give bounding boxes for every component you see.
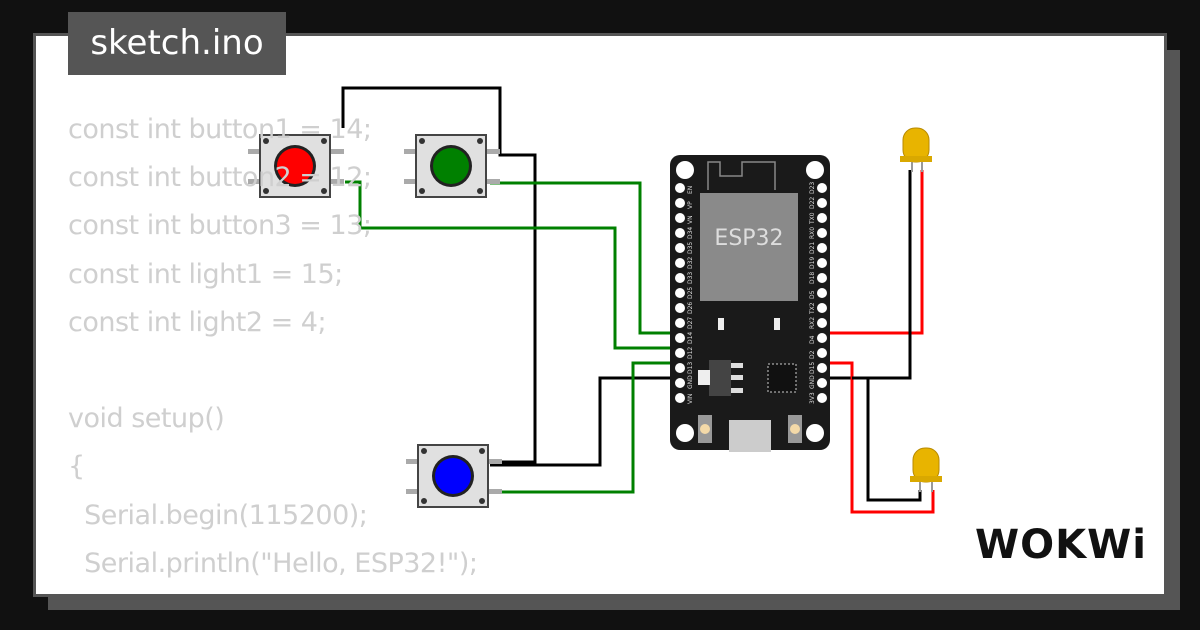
pin-label: D22 bbox=[809, 197, 816, 209]
pin-label: D2 bbox=[809, 350, 816, 359]
pin-label: D27 bbox=[687, 317, 694, 329]
pin-gnd[interactable] bbox=[817, 378, 827, 388]
wires bbox=[341, 86, 935, 514]
pin-label: D4 bbox=[809, 335, 816, 344]
wokwi-logo: WOKWi bbox=[975, 522, 1147, 568]
pin-label: D25 bbox=[687, 287, 694, 299]
pin-label: D19 bbox=[809, 257, 816, 269]
pin-d23[interactable] bbox=[817, 183, 827, 193]
pin-d35[interactable] bbox=[675, 243, 685, 253]
button-cap bbox=[277, 148, 313, 184]
pin-label: D23 bbox=[809, 182, 816, 194]
pin-label: TX2 bbox=[809, 302, 816, 315]
pin-label: 3V3 bbox=[809, 392, 816, 404]
pin-d4[interactable] bbox=[817, 333, 827, 343]
pin-d26[interactable] bbox=[675, 303, 685, 313]
led-1[interactable] bbox=[900, 127, 932, 172]
pin-label: D5 bbox=[809, 290, 816, 299]
pin-d13[interactable] bbox=[675, 363, 685, 373]
board-label: ESP32 bbox=[714, 226, 783, 251]
pin-label: RX0 bbox=[809, 227, 816, 239]
pushbutton-2[interactable] bbox=[404, 134, 500, 198]
pin-d33[interactable] bbox=[675, 273, 685, 283]
file-tab[interactable]: sketch.ino bbox=[68, 12, 286, 75]
pushbutton-1[interactable] bbox=[248, 134, 344, 198]
pin-d21[interactable] bbox=[817, 243, 827, 253]
esp32-board[interactable]: ESP32 ENVPVND34D35D32D33D25D26D27D14D12D… bbox=[670, 155, 830, 452]
pin-tx0[interactable] bbox=[817, 213, 827, 223]
wire-green-d14 bbox=[490, 181, 680, 335]
pin-label: D13 bbox=[687, 362, 694, 374]
pin-label: RX2 bbox=[809, 317, 816, 329]
button-cap bbox=[435, 458, 471, 494]
pin-en[interactable] bbox=[675, 183, 685, 193]
wire-green-d12 bbox=[345, 180, 680, 350]
pin-d18[interactable] bbox=[817, 273, 827, 283]
pin-label: VIN bbox=[687, 394, 694, 404]
pin-d22[interactable] bbox=[817, 198, 827, 208]
pin-tx2[interactable] bbox=[817, 303, 827, 313]
pin-label: D21 bbox=[809, 242, 816, 254]
pin-vin[interactable] bbox=[675, 393, 685, 403]
pin-d14[interactable] bbox=[675, 333, 685, 343]
esp32-chip bbox=[700, 193, 798, 301]
wire-red-d15 bbox=[822, 361, 935, 514]
pin-rx0[interactable] bbox=[817, 228, 827, 238]
pin-d27[interactable] bbox=[675, 318, 685, 328]
pin-d25[interactable] bbox=[675, 288, 685, 298]
preview-card bbox=[33, 33, 1167, 597]
wire-black-button1 bbox=[341, 86, 537, 464]
pin-label: EN bbox=[687, 186, 694, 194]
pin-vp[interactable] bbox=[675, 198, 685, 208]
wire-black-gnd bbox=[490, 376, 680, 467]
pin-d34[interactable] bbox=[675, 228, 685, 238]
pin-label: D12 bbox=[687, 347, 694, 359]
led-2[interactable] bbox=[910, 447, 942, 492]
pin-label: GND bbox=[809, 375, 816, 389]
wire-black-led2 bbox=[852, 376, 922, 502]
pushbutton-3[interactable] bbox=[406, 444, 502, 508]
pin-label: D14 bbox=[687, 332, 694, 344]
button-cap bbox=[433, 148, 469, 184]
pin-rx2[interactable] bbox=[817, 318, 827, 328]
pin-label: GND bbox=[687, 375, 694, 389]
pin-label: VN bbox=[687, 215, 694, 224]
pin-label: TX0 bbox=[809, 212, 816, 225]
pin-label: D26 bbox=[687, 302, 694, 314]
pin-d32[interactable] bbox=[675, 258, 685, 268]
pin-d12[interactable] bbox=[675, 348, 685, 358]
wire-black-gnd-right bbox=[822, 170, 912, 380]
pin-vn[interactable] bbox=[675, 213, 685, 223]
pin-d5[interactable] bbox=[817, 288, 827, 298]
pin-gnd[interactable] bbox=[675, 378, 685, 388]
pin-3v3[interactable] bbox=[817, 393, 827, 403]
pin-label: D32 bbox=[687, 257, 694, 269]
pin-d15[interactable] bbox=[817, 363, 827, 373]
pin-label: D35 bbox=[687, 242, 694, 254]
pin-label: D18 bbox=[809, 272, 816, 284]
pin-label: D34 bbox=[687, 227, 694, 239]
pin-label: VP bbox=[687, 201, 694, 209]
pin-d19[interactable] bbox=[817, 258, 827, 268]
pin-label: D33 bbox=[687, 272, 694, 284]
wire-red-d4 bbox=[822, 170, 924, 335]
wire-green-d13 bbox=[490, 361, 680, 494]
pin-d2[interactable] bbox=[817, 348, 827, 358]
pin-label: D15 bbox=[809, 362, 816, 374]
